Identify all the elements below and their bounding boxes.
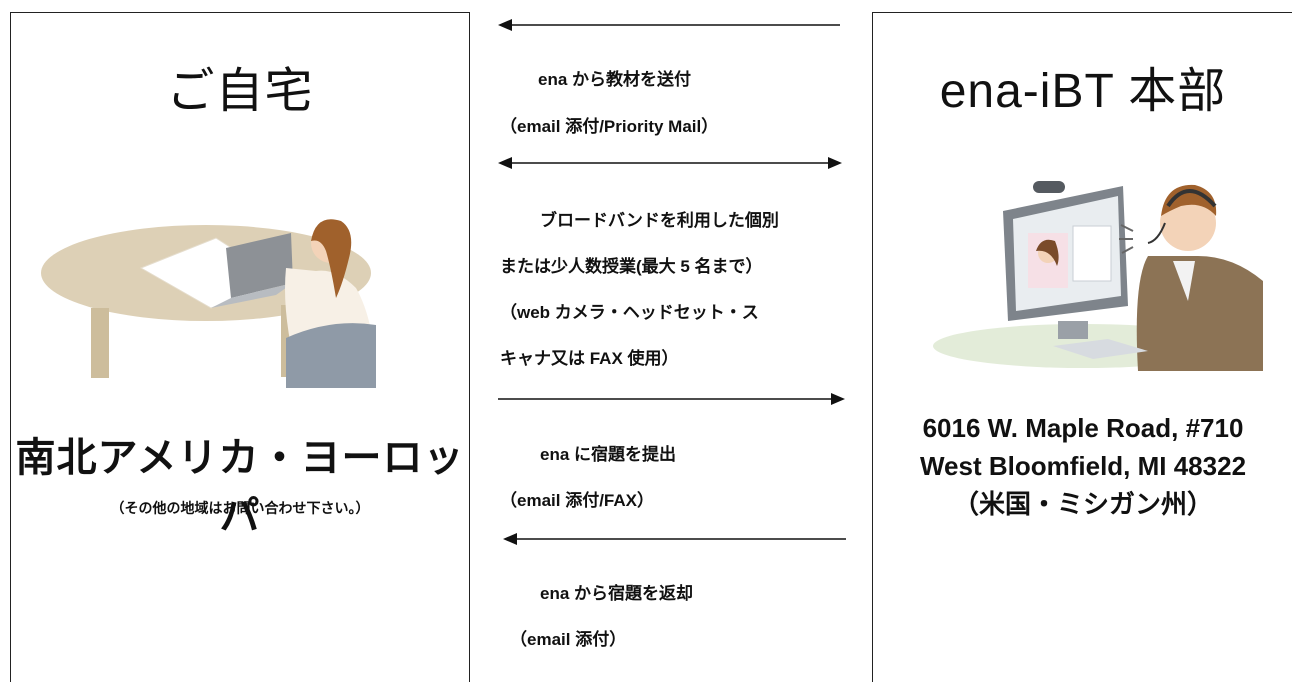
laptop-base [211, 283, 293, 308]
person-hair [311, 219, 352, 298]
home-title: ご自宅 [166, 65, 314, 118]
address-line-3: （米国・ミシガン州） [952, 489, 1213, 519]
webcam [1033, 181, 1065, 193]
lessons-caption-1: ブロードバンドを利用した個別 [540, 211, 779, 230]
hq-address: 6016 W. Maple Road, #710 West Bloomfield… [873, 409, 1292, 523]
hq-title: ena-iBT 本部 [939, 65, 1227, 118]
arrow-head-right [831, 393, 845, 405]
headset-mic [1147, 222, 1166, 244]
home-study-illustration [41, 219, 376, 388]
materials-caption: ena から教材を送付 [538, 70, 692, 89]
speech-line [1120, 224, 1134, 232]
home-panel: ご自宅 南北アメリカ・ヨーロッパ （その他の地域はお問い合わせ下さい。） [10, 12, 470, 682]
service-region: 南北アメリカ・ヨーロッパ [15, 436, 465, 538]
arrow-head-left [503, 533, 517, 545]
instructor-hair [1161, 184, 1217, 216]
keyboard [1053, 339, 1148, 359]
lessons-caption-4: キャナ又は FAX 使用） [500, 349, 679, 368]
return-caption: ena から宿題を返却 [540, 584, 694, 603]
student-hair [1036, 239, 1059, 266]
headset-band [1166, 189, 1217, 208]
instructor-suit [1136, 256, 1263, 371]
table-leg [91, 308, 109, 378]
region-note: （その他の地域はお問い合わせ下さい。） [110, 500, 370, 516]
chair [286, 323, 376, 388]
lessons-caption-3: （web カメラ・ヘッドセット・ス [500, 303, 759, 322]
lessons-caption-2: または少人数授業(最大 5 名まで） [500, 257, 763, 276]
return-method: （email 添付） [510, 630, 627, 649]
submit-method: （email 添付/FAX） [500, 491, 654, 510]
submit-caption: ena に宿題を提出 [540, 445, 677, 464]
monitor-stand [1058, 321, 1088, 339]
laptop-screen [226, 233, 293, 298]
hq-panel: ena-iBT 本部 6016 W. Maple Road, #710 West… [872, 12, 1292, 682]
speech-line [1121, 246, 1134, 254]
shared-document [1072, 225, 1112, 282]
address-line-2: West Bloomfield, MI 48322 [919, 451, 1247, 481]
arrow-head-left [498, 19, 512, 31]
address-line-1: 6016 W. Maple Road, #710 [922, 413, 1244, 443]
arrow-head-left [498, 157, 512, 169]
materials-method: （email 添付/Priority Mail） [500, 117, 719, 136]
instructor-shirt [1173, 261, 1195, 301]
instructor-illustration [933, 181, 1263, 371]
arrow-head-right [828, 157, 842, 169]
